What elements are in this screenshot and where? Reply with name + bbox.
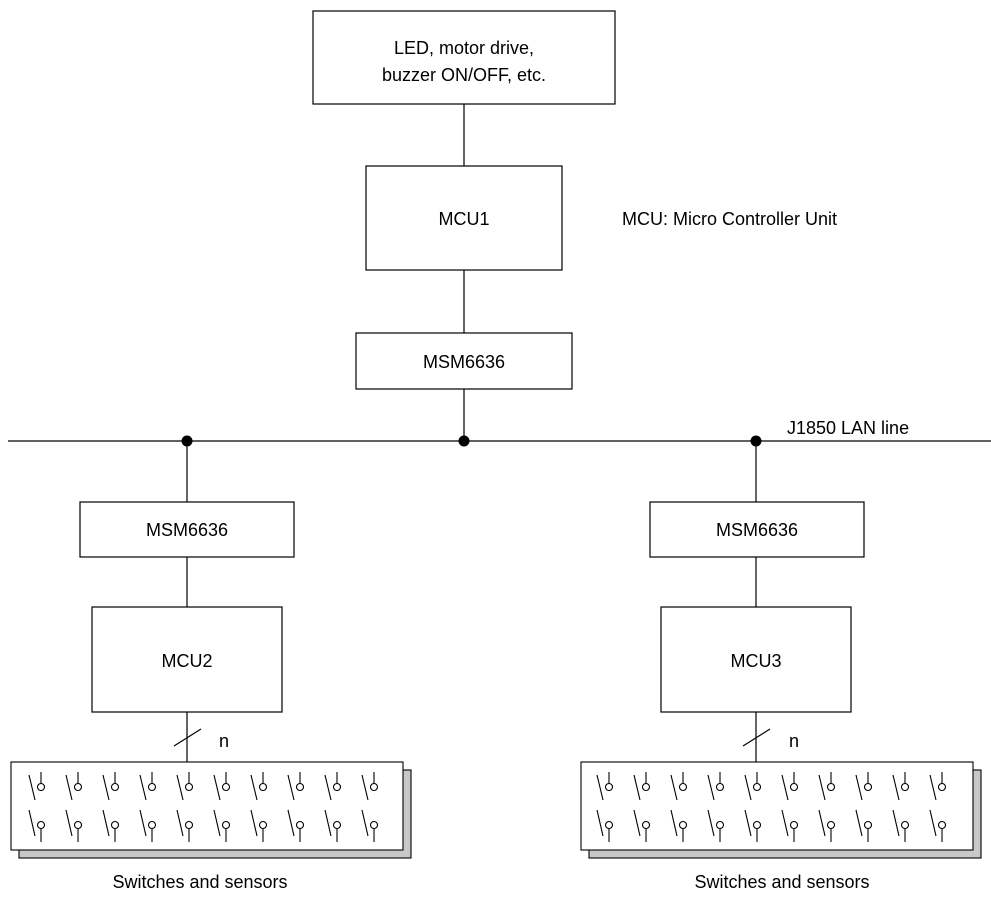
mcu3-label: MCU3 xyxy=(730,651,781,671)
switches-left-caption: Switches and sensors xyxy=(112,872,287,892)
bus-junction-center xyxy=(458,435,470,447)
switch-symbol-left-3 xyxy=(102,772,120,842)
mcu2-box xyxy=(91,606,283,713)
mcu-legend: MCU: Micro Controller Unit xyxy=(622,209,837,229)
switch-symbol-left-10 xyxy=(361,772,379,842)
msm6636-top-label: MSM6636 xyxy=(423,352,505,372)
switch-symbol-right-6 xyxy=(781,772,799,842)
msm6636-right-label: MSM6636 xyxy=(716,520,798,540)
switch-symbol-right-5 xyxy=(744,772,762,842)
output-devices-label-line1: LED, motor drive, xyxy=(394,38,534,58)
bus-width-left: n xyxy=(219,731,229,751)
bus-width-slash-left xyxy=(173,728,202,747)
switch-symbol-left-2 xyxy=(65,772,83,842)
switch-symbol-right-10 xyxy=(929,772,947,842)
switch-symbol-right-9 xyxy=(892,772,910,842)
msm6636-top-box xyxy=(355,332,573,390)
output-devices-box xyxy=(312,10,616,105)
msm6636-right-box xyxy=(649,501,865,558)
switch-panel-right xyxy=(580,761,982,859)
switch-symbol-left-9 xyxy=(324,772,342,842)
switch-symbol-left-5 xyxy=(176,772,194,842)
switch-array-left xyxy=(28,772,379,842)
bus-label: J1850 LAN line xyxy=(787,418,909,438)
mcu1-label: MCU1 xyxy=(438,209,489,229)
switch-symbol-right-1 xyxy=(596,772,614,842)
output-devices-label-line2: buzzer ON/OFF, etc. xyxy=(382,65,546,85)
switch-symbol-right-3 xyxy=(670,772,688,842)
switch-panel-left xyxy=(10,761,412,859)
switch-symbol-left-4 xyxy=(139,772,157,842)
switch-symbol-right-7 xyxy=(818,772,836,842)
switch-symbol-left-1 xyxy=(28,772,46,842)
msm6636-left-label: MSM6636 xyxy=(146,520,228,540)
switches-right-caption: Switches and sensors xyxy=(694,872,869,892)
bus-width-slash-right xyxy=(742,728,771,747)
bus-width-right: n xyxy=(789,731,799,751)
switch-symbol-left-6 xyxy=(213,772,231,842)
mcu1-box xyxy=(365,165,563,271)
msm6636-left-box xyxy=(79,501,295,558)
switch-array-right xyxy=(596,772,947,842)
switch-symbol-right-8 xyxy=(855,772,873,842)
switch-symbol-right-4 xyxy=(707,772,725,842)
switch-symbol-right-2 xyxy=(633,772,651,842)
mcu2-label: MCU2 xyxy=(161,651,212,671)
switch-symbol-left-7 xyxy=(250,772,268,842)
switch-symbol-left-8 xyxy=(287,772,305,842)
